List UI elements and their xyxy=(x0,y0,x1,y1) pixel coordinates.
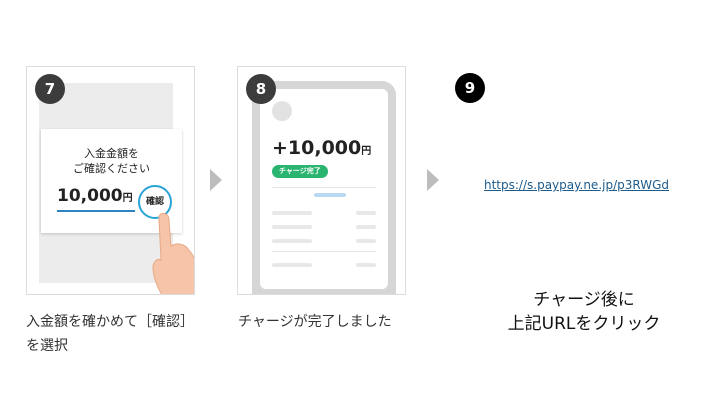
confirm-prompt-line1: 入金金額を xyxy=(84,147,139,160)
hand-pointer-icon xyxy=(152,212,194,294)
avatar xyxy=(272,101,292,121)
step-7-caption: 入金額を確かめて［確認］を選択 xyxy=(26,314,194,354)
deposit-amount: 10,000円 xyxy=(57,186,133,206)
step-9-badge: 9 xyxy=(455,73,485,103)
step-9-note-line1: チャージ後に xyxy=(533,290,635,310)
amount-confirmation-screen: 入金金額を ご確認ください 10,000円 確認 xyxy=(41,129,182,233)
divider xyxy=(272,187,376,188)
arrow-right-icon xyxy=(210,169,222,191)
divider xyxy=(272,251,376,252)
phone-illustration: +10,000円 チャージ完了 xyxy=(252,81,396,294)
placeholder-bar xyxy=(356,225,376,229)
placeholder-bar xyxy=(272,225,312,229)
deposit-amount-currency: 円 xyxy=(122,193,133,204)
charge-complete-screen: +10,000円 チャージ完了 xyxy=(260,89,388,289)
placeholder-bar xyxy=(356,211,376,215)
step-8-caption: チャージが完了しました xyxy=(238,314,392,330)
placeholder-bar xyxy=(272,263,312,267)
step-8-badge: 8 xyxy=(246,74,276,104)
placeholder-bar xyxy=(356,263,376,267)
charged-amount-value: +10,000 xyxy=(272,137,362,159)
confirm-prompt-line2: ご確認ください xyxy=(73,162,150,175)
charge-complete-badge: チャージ完了 xyxy=(272,165,328,178)
step-8-card: 8 +10,000円 チャージ完了 xyxy=(237,66,406,295)
step-7-badge: 7 xyxy=(35,74,65,104)
placeholder-bar xyxy=(272,211,312,215)
amount-underline xyxy=(57,210,135,212)
step-7-card: 7 入金金額を ご確認ください 10,000円 確認 xyxy=(26,66,195,295)
charged-amount-currency: 円 xyxy=(361,146,372,157)
deposit-amount-value: 10,000 xyxy=(57,186,123,206)
placeholder-bar xyxy=(272,239,312,243)
arrow-right-icon xyxy=(427,169,439,191)
placeholder-bar xyxy=(314,193,346,197)
paypay-link[interactable]: https://s.paypay.ne.jp/p3RWGd xyxy=(484,178,670,192)
charged-amount: +10,000円 xyxy=(272,137,371,159)
confirm-button[interactable]: 確認 xyxy=(138,185,172,219)
placeholder-bar xyxy=(356,239,376,243)
step-9-note-line2: 上記URLをクリック xyxy=(507,314,661,334)
